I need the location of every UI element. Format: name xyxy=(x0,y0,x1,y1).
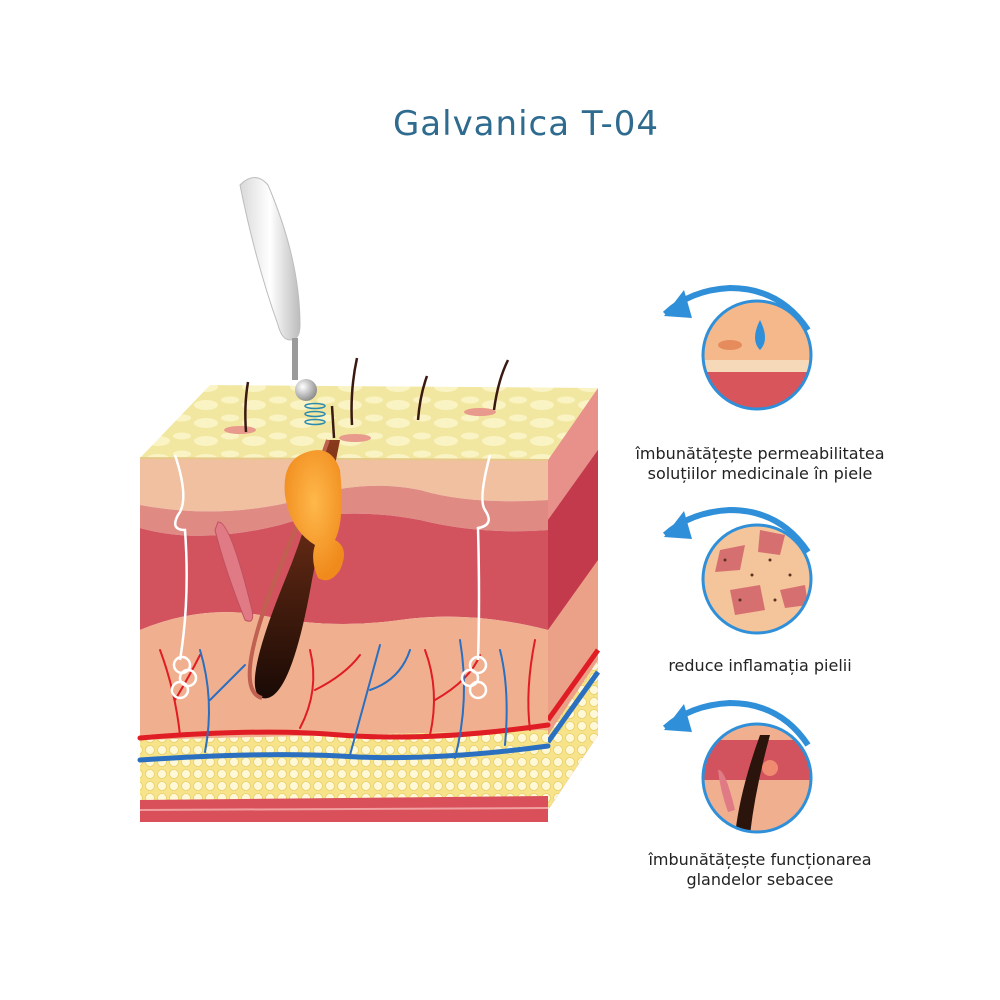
benefit-caption-1-line2: soluțiilor medicinale în piele xyxy=(647,464,873,483)
cube-side-face xyxy=(545,388,601,810)
blood-vessels xyxy=(137,639,551,763)
cube-front-face xyxy=(139,458,549,822)
benefit-icon-3 xyxy=(662,699,813,834)
sebaceous-gland xyxy=(284,450,344,581)
benefit-icon-1 xyxy=(662,284,813,411)
page-title: Galvanica T-04 xyxy=(392,104,660,144)
benefit-icon-2 xyxy=(662,506,813,635)
benefit-caption-1: îmbunătățește permeabilitatea soluțiilor… xyxy=(600,444,920,484)
hairs xyxy=(244,357,510,433)
benefit-caption-1-line1: îmbunătățește permeabilitatea xyxy=(635,444,885,463)
benefit-caption-3: îmbunătățește funcționarea glandelor seb… xyxy=(600,850,920,890)
arrector-pili-muscle xyxy=(214,521,254,622)
benefit-caption-2-line1: reduce inflamația pielii xyxy=(668,656,852,675)
galvanic-probe xyxy=(239,177,326,426)
benefit-caption-3-line1: îmbunătățește funcționarea xyxy=(648,850,872,869)
benefit-caption-3-line2: glandelor sebacee xyxy=(686,870,834,889)
cube-top-face xyxy=(139,385,598,461)
benefit-caption-2: reduce inflamația pielii xyxy=(600,656,920,676)
nerve-fibers xyxy=(170,454,492,700)
